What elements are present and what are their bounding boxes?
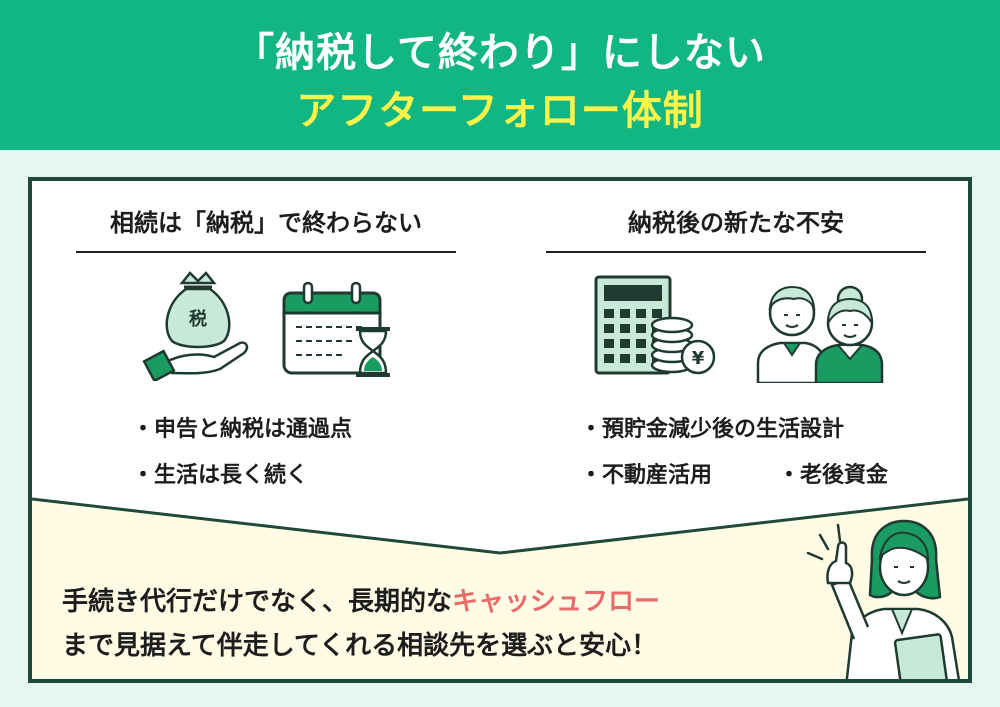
calendar-hourglass-icon: [282, 281, 390, 377]
info-card: 相続は「納税」で終わらない 税 ・申告と納税は通過点 ・生活は長く続く 納税後の…: [28, 177, 972, 683]
right-divider: [546, 251, 926, 253]
right-bullet-3: ・老後資金: [778, 463, 889, 488]
calculator-coins-icon: ¥: [594, 275, 716, 375]
yen-coin-label: ¥: [692, 348, 705, 369]
tax-bag-label: 税: [189, 308, 207, 330]
left-bullet-1: ・申告と納税は通過点: [132, 417, 353, 442]
right-heading: 納税後の新たな不安: [628, 209, 844, 237]
tax-money-bag-icon: 税: [142, 271, 249, 381]
footer-accent-cashflow: キャッシュフロー: [452, 587, 661, 617]
page-subtitle: アフターフォロー体制: [296, 88, 704, 134]
card-background: [32, 181, 968, 555]
header-banner: 「納税して終わり」にしない アフターフォロー体制: [0, 0, 1000, 150]
footer-line-2: まで見据えて伴走してくれる相談先を選ぶと安心！: [62, 631, 658, 661]
left-bullet-2: ・生活は長く続く: [132, 463, 309, 488]
right-bullet-1: ・預貯金減少後の生活設計: [580, 417, 845, 442]
advisor-woman-illustration: [806, 519, 960, 679]
footer-line-1-prefix: 手続き代行だけでなく、長期的な: [62, 587, 453, 617]
left-heading: 相続は「納税」で終わらない: [110, 209, 422, 237]
page-title: 「納税して終わり」にしない: [234, 30, 766, 76]
footer-line-1: 手続き代行だけでなく、長期的なキャッシュフロー: [62, 581, 660, 618]
left-divider: [76, 251, 456, 253]
elderly-couple-icon: [756, 285, 884, 383]
right-bullet-2: ・不動産活用: [580, 463, 713, 488]
